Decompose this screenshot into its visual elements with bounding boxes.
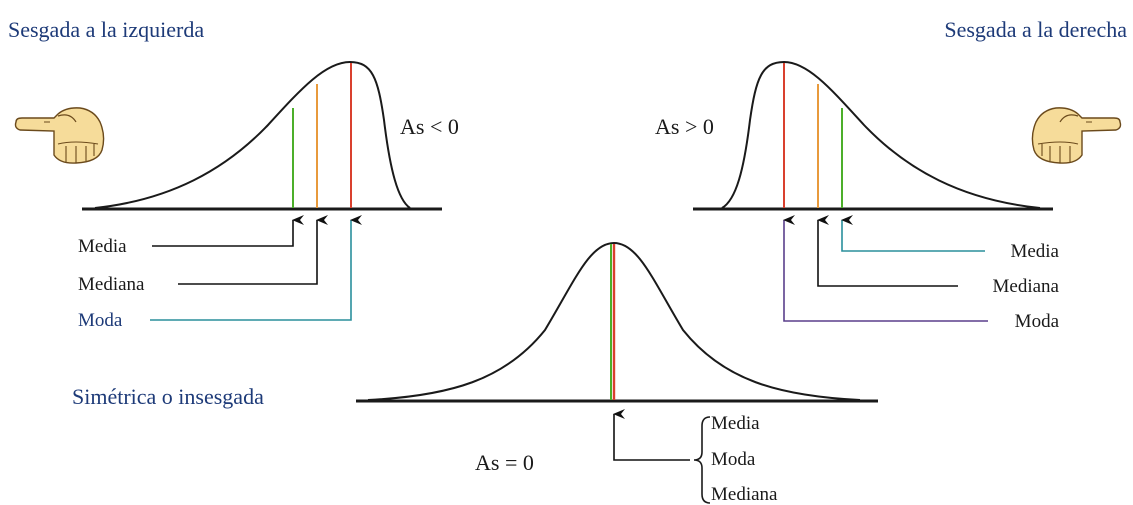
center-median-label: Mediana — [711, 484, 778, 505]
left-median-pointer — [178, 220, 317, 284]
hand-pointing-right-icon — [1032, 108, 1120, 163]
right-skew-panel: Sesgada a la derecha As > 0 Media Median… — [655, 17, 1127, 332]
hand-pointing-left-icon — [16, 108, 104, 163]
left-skew-panel: Sesgada a la izquierda As < 0 Media Medi… — [8, 17, 459, 331]
left-panel-title: Sesgada a la izquierda — [8, 17, 204, 42]
left-median-label: Mediana — [78, 274, 145, 295]
center-pointer — [614, 414, 690, 460]
left-mode-label: Moda — [78, 310, 123, 331]
right-mean-pointer — [842, 220, 985, 251]
right-median-label: Mediana — [993, 276, 1060, 297]
right-mode-pointer — [784, 220, 988, 321]
left-skewed-curve — [95, 62, 410, 208]
right-mode-label: Moda — [1015, 311, 1060, 332]
center-brace — [694, 417, 710, 503]
center-mean-label: Media — [711, 413, 760, 434]
center-panel-title: Simétrica o insesgada — [72, 384, 264, 409]
right-skew-label: As > 0 — [655, 114, 714, 139]
right-median-pointer — [818, 220, 958, 286]
left-skew-label: As < 0 — [400, 114, 459, 139]
left-mode-pointer — [150, 220, 351, 320]
left-mean-pointer — [152, 220, 293, 246]
right-panel-title: Sesgada a la derecha — [944, 17, 1127, 42]
symmetric-panel: Simétrica o insesgada As = 0 Media Moda … — [72, 243, 878, 505]
center-mode-label: Moda — [711, 449, 756, 470]
right-mean-label: Media — [1010, 241, 1059, 262]
right-skewed-curve — [722, 62, 1040, 208]
left-mean-label: Media — [78, 236, 127, 257]
center-skew-label: As = 0 — [475, 450, 534, 475]
